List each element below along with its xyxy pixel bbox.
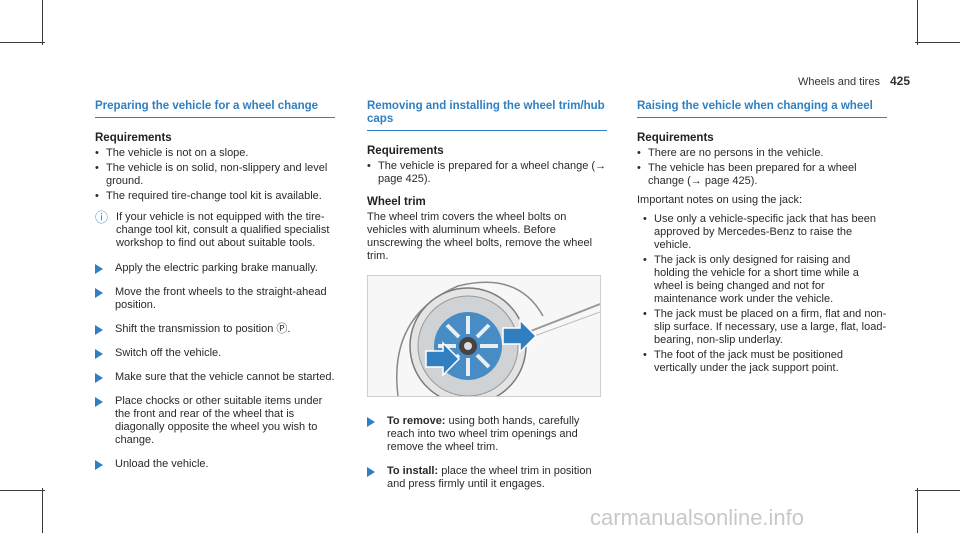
step-text: Make sure that the vehicle cannot be sta… [115,371,335,383]
jack-intro: Important notes on using the jack: [637,194,803,206]
jack-notes-list: Use only a vehicle-specific jack that ha… [637,213,887,375]
section-heading: Raising the vehicle when changing a whee… [637,100,887,118]
step-text: Place chocks or other suitable items und… [115,395,323,446]
crop-mark [915,490,960,491]
crop-mark [0,42,45,43]
crop-mark [915,42,960,43]
list-item: The jack must be placed on a firm, flat … [643,308,887,347]
list-item: The vehicle is on solid, non-slippery an… [95,162,335,188]
requirements-heading: Requirements [367,145,444,157]
arrow-right-icon [367,417,375,427]
requirements-list: The vehicle is prepared for a wheel chan… [367,160,607,186]
wheel-trim-intro: The wheel trim covers the wheel bolts on… [367,211,593,262]
arrow-right-icon [367,467,375,477]
column-preparing: Preparing the vehicle for a wheel change… [95,100,335,482]
step-item: Make sure that the vehicle cannot be sta… [95,371,335,384]
list-item: The required tire-change tool kit is ava… [95,190,335,203]
crop-mark [42,0,43,45]
step-item: Switch off the vehicle. [95,347,335,360]
step-item: Place chocks or other suitable items und… [95,395,335,447]
info-icon: ⓘ [95,210,109,225]
arrow-right-icon [95,325,103,335]
note-text: If your vehicle is not equipped with the… [116,211,330,249]
list-item: The vehicle has been prepared for a whee… [637,162,887,188]
crop-mark [917,0,918,45]
arrow-right-icon [95,288,103,298]
section-heading: Preparing the vehicle for a wheel change [95,100,335,118]
step-text: Move the front wheels to the straight-ah… [115,286,327,311]
step-text: Switch off the vehicle. [115,347,222,359]
list-item: There are no persons in the vehicle. [637,147,887,160]
step-text: using both hands, carefully reach into t… [387,415,580,453]
step-item: Unload the vehicle. [95,458,335,471]
step-item: Move the front wheels to the straight-ah… [95,286,335,312]
step-item: To install: place the wheel trim in posi… [367,465,607,491]
step-label: To install: [387,465,439,477]
step-item: Shift the transmission to position Ⓟ. [95,323,335,336]
section-heading: Removing and installing the wheel trim/h… [367,100,607,131]
section-title: Wheels and tires [798,76,880,88]
arrow-right-icon [95,264,103,274]
list-item: The foot of the jack must be positioned … [643,349,887,375]
requirements-heading: Requirements [637,132,714,144]
requirements-heading: Requirements [95,132,172,144]
page-header: Wheels and tires 425 [798,74,910,88]
arrow-right-icon [95,349,103,359]
step-text: Shift the transmission to position Ⓟ. [115,323,291,335]
requirements-list: There are no persons in the vehicle. The… [637,147,887,188]
page-number: 425 [889,74,910,88]
arrow-right-icon [95,373,103,383]
list-item: The vehicle is not on a slope. [95,147,335,160]
watermark: carmanualsonline.info [590,505,805,530]
wheel-trim-heading: Wheel trim [367,196,426,208]
step-label: To remove: [387,415,446,427]
list-item: The jack is only designed for raising an… [643,254,887,306]
step-text: Apply the electric parking brake manuall… [115,262,318,274]
note-box: ⓘ If your vehicle is not equipped with t… [95,211,335,250]
arrow-right-icon [95,397,103,407]
crop-mark [42,488,43,533]
crop-mark [0,490,45,491]
step-text: Unload the vehicle. [115,458,209,470]
step-item: To remove: using both hands, carefully r… [367,415,607,454]
requirements-list: The vehicle is not on a slope. The vehic… [95,147,335,203]
step-text: place the wheel trim in position and pre… [387,465,592,490]
list-item: Use only a vehicle-specific jack that ha… [643,213,887,252]
list-item: The vehicle is prepared for a wheel chan… [367,160,607,186]
wheel-trim-illustration [367,275,601,405]
arrow-right-icon [95,460,103,470]
crop-mark [917,488,918,533]
column-wheel-trim: Removing and installing the wheel trim/h… [367,100,607,502]
column-raising: Raising the vehicle when changing a whee… [637,100,887,381]
step-item: Apply the electric parking brake manuall… [95,262,335,275]
